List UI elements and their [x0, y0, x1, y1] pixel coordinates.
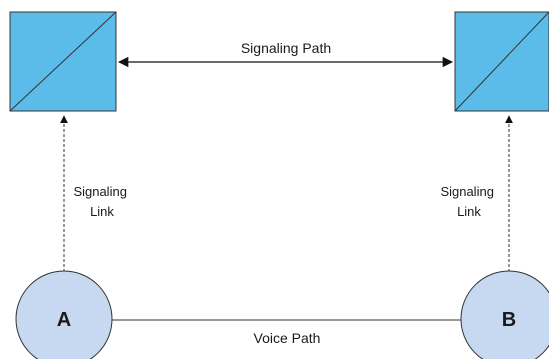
node-a-circle: [15, 270, 113, 359]
right-link-label-line2: Link: [457, 204, 481, 219]
left-link-label-line1: Signaling: [73, 184, 127, 199]
left-link-label: Signaling Link: [73, 184, 130, 219]
node-a: A: [15, 270, 113, 359]
node-a-label: A: [57, 309, 71, 331]
signaling-path-label: Signaling Path: [241, 40, 331, 56]
voice-path-label: Voice Path: [254, 330, 321, 346]
left-switch-box: [9, 11, 117, 112]
left-link-label-line2: Link: [90, 204, 114, 219]
right-link-label-line1: Signaling: [440, 184, 494, 199]
right-switch-box: [454, 11, 549, 112]
node-b-label: B: [502, 309, 516, 331]
node-b-circle: [460, 270, 549, 359]
node-b: B: [460, 270, 549, 359]
right-switch-box-diagonal: [454, 11, 549, 112]
right-link-label: Signaling Link: [440, 184, 497, 219]
left-switch-box-diagonal: [9, 11, 117, 112]
